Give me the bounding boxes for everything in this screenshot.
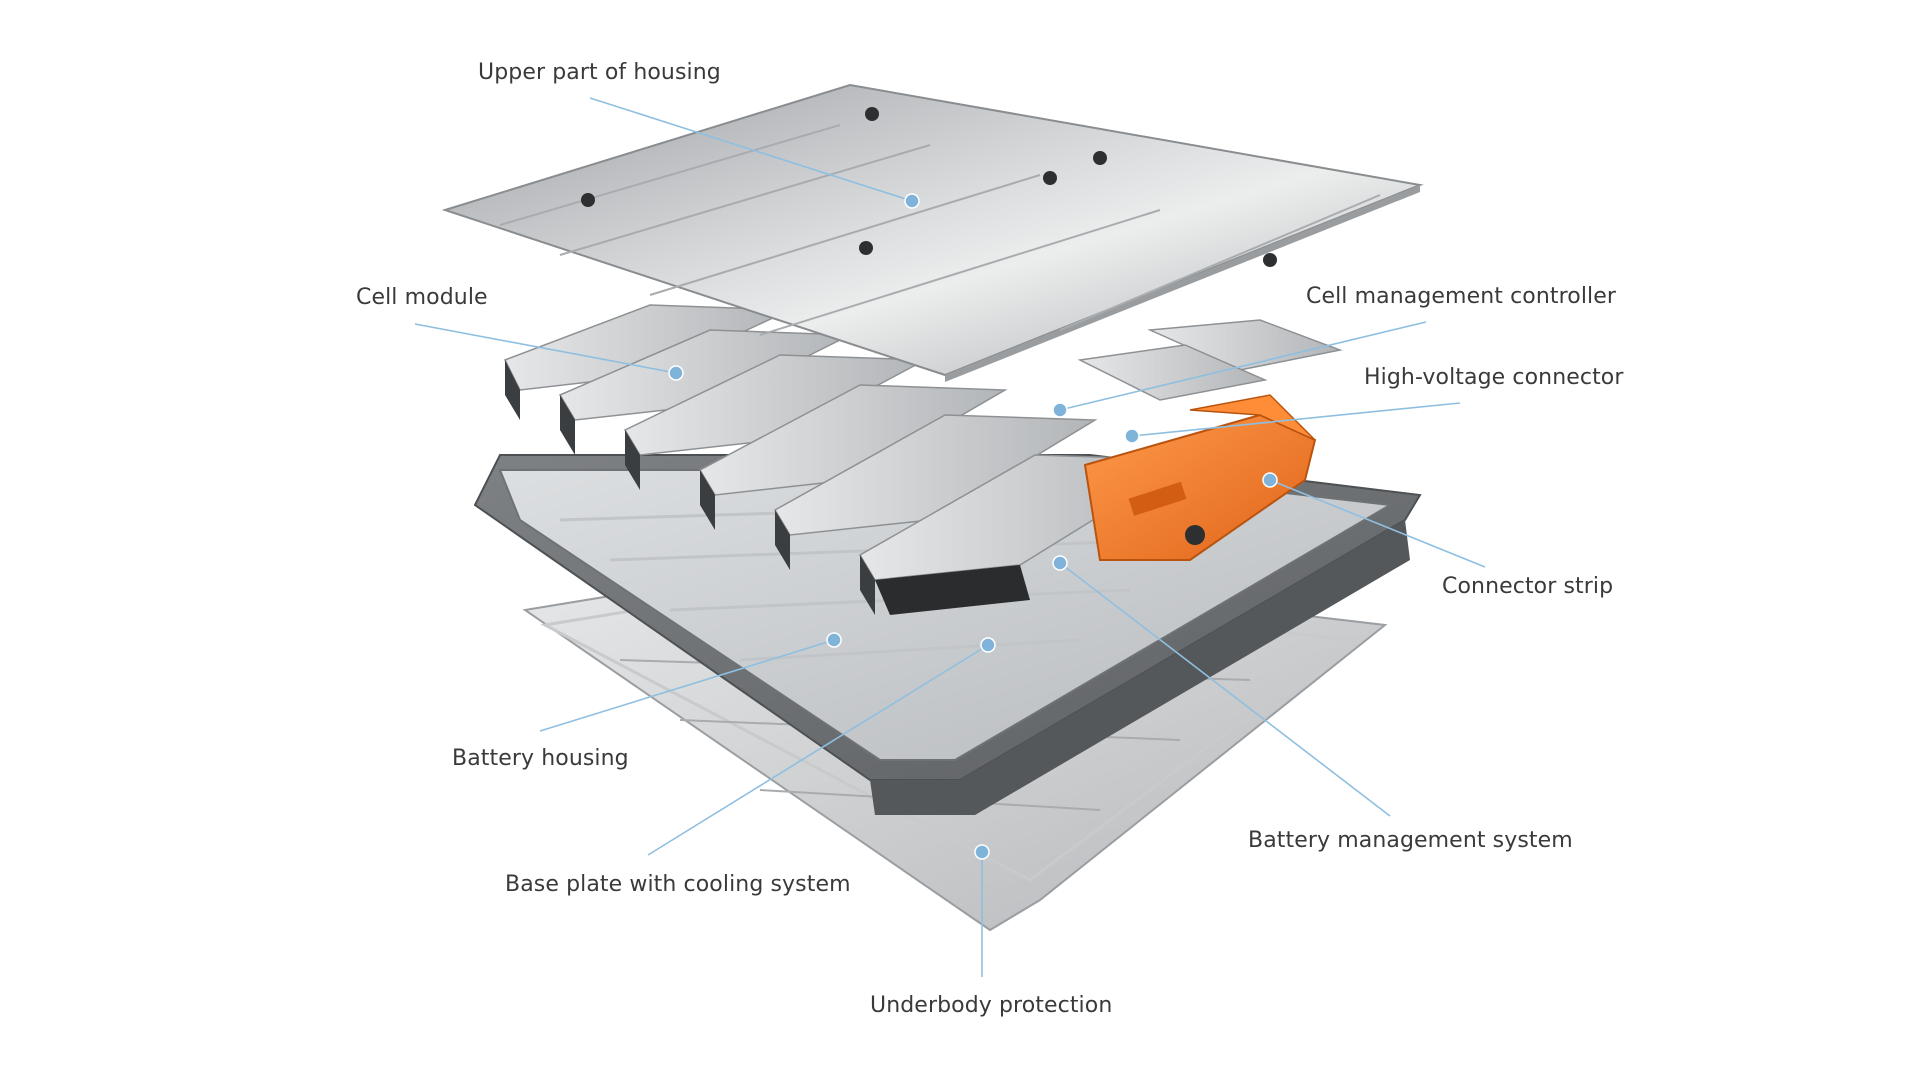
upper-housing-lid	[441, 83, 1424, 382]
leader-cell-module	[414, 323, 677, 374]
leader-cell-management-controller	[1059, 321, 1427, 411]
leader-connector-strip	[1269, 479, 1486, 568]
leader-dots	[668, 193, 1278, 860]
label-connector-strip: Connector strip	[1442, 574, 1614, 599]
dot-connector-strip	[1262, 472, 1278, 488]
dot-underbody-protection	[974, 844, 990, 860]
dot-battery-management-system	[1052, 555, 1068, 571]
dot-battery-housing	[826, 632, 842, 648]
label-underbody-protection: Underbody protection	[870, 993, 1113, 1018]
leader-battery-management-system	[1059, 562, 1391, 817]
label-battery-housing: Battery housing	[452, 746, 629, 771]
dot-cell-module	[668, 365, 684, 381]
leader-battery-housing	[539, 639, 835, 732]
dot-upper-housing	[904, 193, 920, 209]
dot-high-voltage-connector	[1124, 428, 1140, 444]
label-cell-module: Cell module	[356, 285, 488, 310]
battery-management-unit	[1083, 394, 1317, 561]
label-battery-management-system: Battery management system	[1248, 828, 1573, 853]
label-base-plate-cooling: Base plate with cooling system	[505, 872, 851, 897]
label-upper-housing: Upper part of housing	[478, 60, 721, 85]
leader-upper-housing	[589, 97, 913, 202]
dot-base-plate	[980, 637, 996, 653]
label-high-voltage-connector: High-voltage connector	[1364, 365, 1624, 390]
leader-base-plate	[647, 644, 989, 856]
leader-lines	[414, 97, 1486, 977]
leader-high-voltage-connector	[1131, 402, 1461, 437]
dot-cell-management-controller	[1052, 402, 1068, 418]
label-cell-management-controller: Cell management controller	[1306, 284, 1617, 309]
